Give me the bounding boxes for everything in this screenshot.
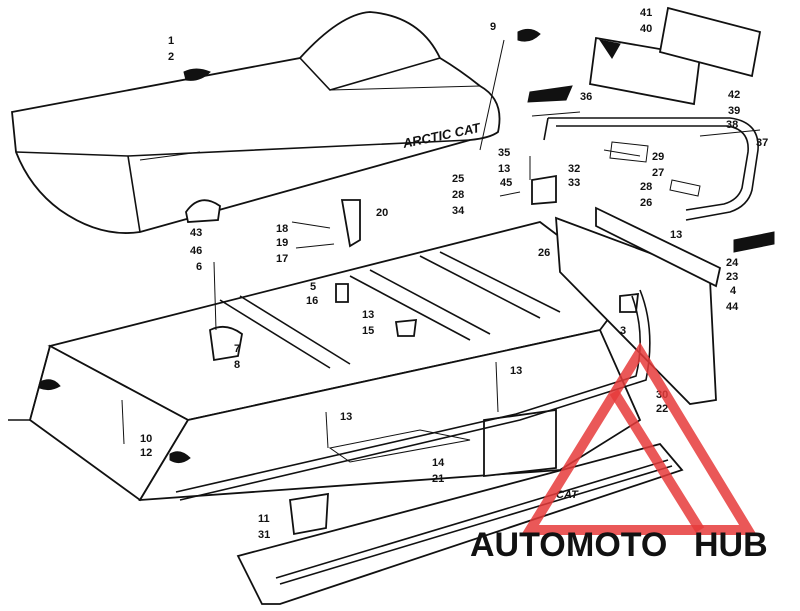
callout-c1: 1 xyxy=(168,35,174,47)
watermark-triangle-inner xyxy=(609,389,705,533)
callout-c13a: 13 xyxy=(498,163,510,175)
watermark-word-moto: MOTO xyxy=(566,526,667,564)
callout-c24: 24 xyxy=(726,257,739,269)
callout-c8: 8 xyxy=(234,359,240,371)
callout-c25: 25 xyxy=(452,173,464,185)
watermark-triangle-outer xyxy=(521,342,757,535)
callout-c34: 34 xyxy=(452,205,465,217)
callout-c17: 17 xyxy=(276,253,288,265)
callout-c32: 32 xyxy=(568,163,580,175)
callout-c41: 41 xyxy=(640,7,652,19)
seat-assembly: ARCTIC CAT xyxy=(11,11,501,234)
callout-c13d: 13 xyxy=(510,365,522,377)
callout-c5: 5 xyxy=(310,281,316,293)
callout-c38: 38 xyxy=(726,119,738,131)
callout-c27: 27 xyxy=(652,167,664,179)
callout-c6: 6 xyxy=(196,261,202,273)
callout-c19: 19 xyxy=(276,237,288,249)
callout-c26b: 26 xyxy=(538,247,550,259)
callout-c3: 3 xyxy=(620,325,626,337)
callout-c29: 29 xyxy=(652,151,664,163)
callout-c20: 20 xyxy=(376,207,388,219)
callout-c7: 7 xyxy=(234,343,240,355)
callout-c39: 39 xyxy=(728,105,740,117)
callout-c4: 4 xyxy=(730,285,737,297)
callout-c12: 12 xyxy=(140,447,152,459)
callout-c13e: 13 xyxy=(340,411,352,423)
callout-c35: 35 xyxy=(498,147,510,159)
callout-c45: 45 xyxy=(500,177,512,189)
callout-c11: 11 xyxy=(258,513,270,525)
callout-c9: 9 xyxy=(490,21,496,33)
callout-c14: 14 xyxy=(432,457,445,469)
callout-c31: 31 xyxy=(258,529,270,541)
callout-c2: 2 xyxy=(168,51,174,63)
callout-c10: 10 xyxy=(140,433,152,445)
callout-c36: 36 xyxy=(580,91,592,103)
watermark: AUTO MOTO HUB xyxy=(470,342,768,564)
callout-c13c: 13 xyxy=(362,309,374,321)
callout-c46: 46 xyxy=(190,245,202,257)
callout-c26a: 26 xyxy=(640,197,652,209)
callout-c28a: 28 xyxy=(452,189,464,201)
callout-c28b: 28 xyxy=(640,181,652,193)
callout-c40: 40 xyxy=(640,23,652,35)
watermark-word-hub: HUB xyxy=(694,526,768,564)
watermark-word-auto: AUTO xyxy=(470,526,566,564)
hardware xyxy=(121,39,761,536)
callout-c21: 21 xyxy=(432,473,444,485)
callout-c37: 37 xyxy=(756,137,768,149)
callout-c33: 33 xyxy=(568,177,580,189)
decal-text: CAT xyxy=(556,489,579,501)
callout-c44: 44 xyxy=(726,301,739,313)
callout-c13b: 13 xyxy=(670,229,682,241)
taillight-assembly xyxy=(517,6,762,117)
callout-c43: 43 xyxy=(190,227,202,239)
cables-and-trim: CAT xyxy=(175,289,684,605)
callout-c23: 23 xyxy=(726,271,738,283)
callout-c22: 22 xyxy=(656,403,668,415)
callout-c42: 42 xyxy=(728,89,740,101)
callout-c16: 16 xyxy=(306,295,318,307)
callout-c18: 18 xyxy=(276,223,288,235)
callout-c15: 15 xyxy=(362,325,374,337)
